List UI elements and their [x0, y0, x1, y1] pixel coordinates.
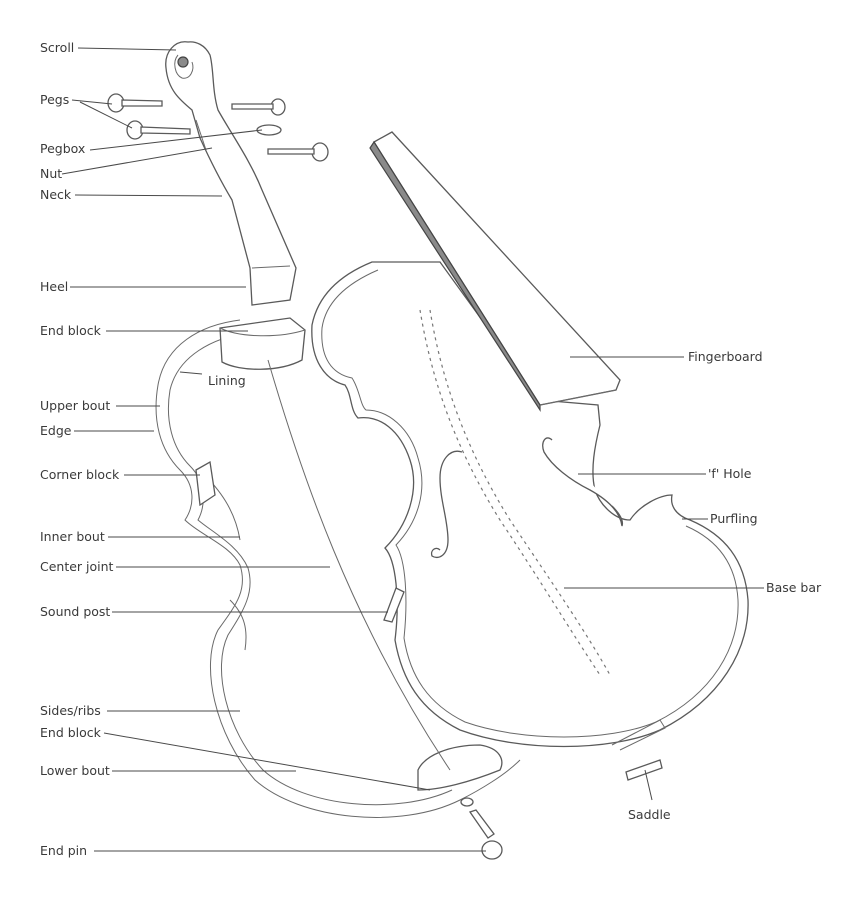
end-block-bottom-shape: [417, 744, 503, 791]
label-pegbox: Pegbox: [40, 141, 86, 156]
bass-bar-shape: [419, 309, 611, 676]
top-plate: [311, 261, 749, 751]
pegs: [107, 93, 329, 162]
label-saddle: Saddle: [628, 807, 671, 822]
label-heel: Heel: [40, 279, 69, 294]
label-f-hole: 'f' Hole: [708, 466, 752, 481]
center-joint-line: [267, 359, 451, 771]
label-pegs: Pegs: [40, 92, 70, 107]
label-neck: Neck: [40, 187, 72, 202]
label-sides-ribs: Sides/ribs: [40, 703, 101, 718]
label-bass-bar: Base bar: [766, 580, 822, 595]
end-pin-shape: [460, 797, 503, 860]
label-sound-post: Sound post: [40, 604, 111, 619]
label-corner-block: Corner block: [40, 467, 120, 482]
corner-block-shape: [195, 460, 216, 507]
label-scroll: Scroll: [40, 40, 75, 55]
label-end-pin: End pin: [40, 843, 88, 858]
label-lower-bout: Lower bout: [40, 763, 110, 778]
leader-lines: [61, 47, 764, 852]
saddle-shape: [625, 759, 663, 781]
f-holes: [430, 437, 624, 559]
sound-post-shape: [383, 587, 405, 623]
end-block-top-shape: [219, 317, 306, 370]
label-fingerboard: Fingerboard: [688, 349, 763, 364]
label-inner-bout: Inner bout: [40, 529, 105, 544]
label-lining: Lining: [208, 373, 246, 388]
label-center-joint: Center joint: [40, 559, 114, 574]
label-end-block-bottom: End block: [40, 725, 101, 740]
label-edge: Edge: [40, 423, 72, 438]
fingerboard-shape: [369, 131, 621, 413]
label-nut: Nut: [40, 166, 63, 181]
label-upper-bout: Upper bout: [40, 398, 111, 413]
label-end-block-top: End block: [40, 323, 101, 338]
label-purfling: Purfling: [710, 511, 758, 526]
neck-assembly: [165, 41, 297, 306]
